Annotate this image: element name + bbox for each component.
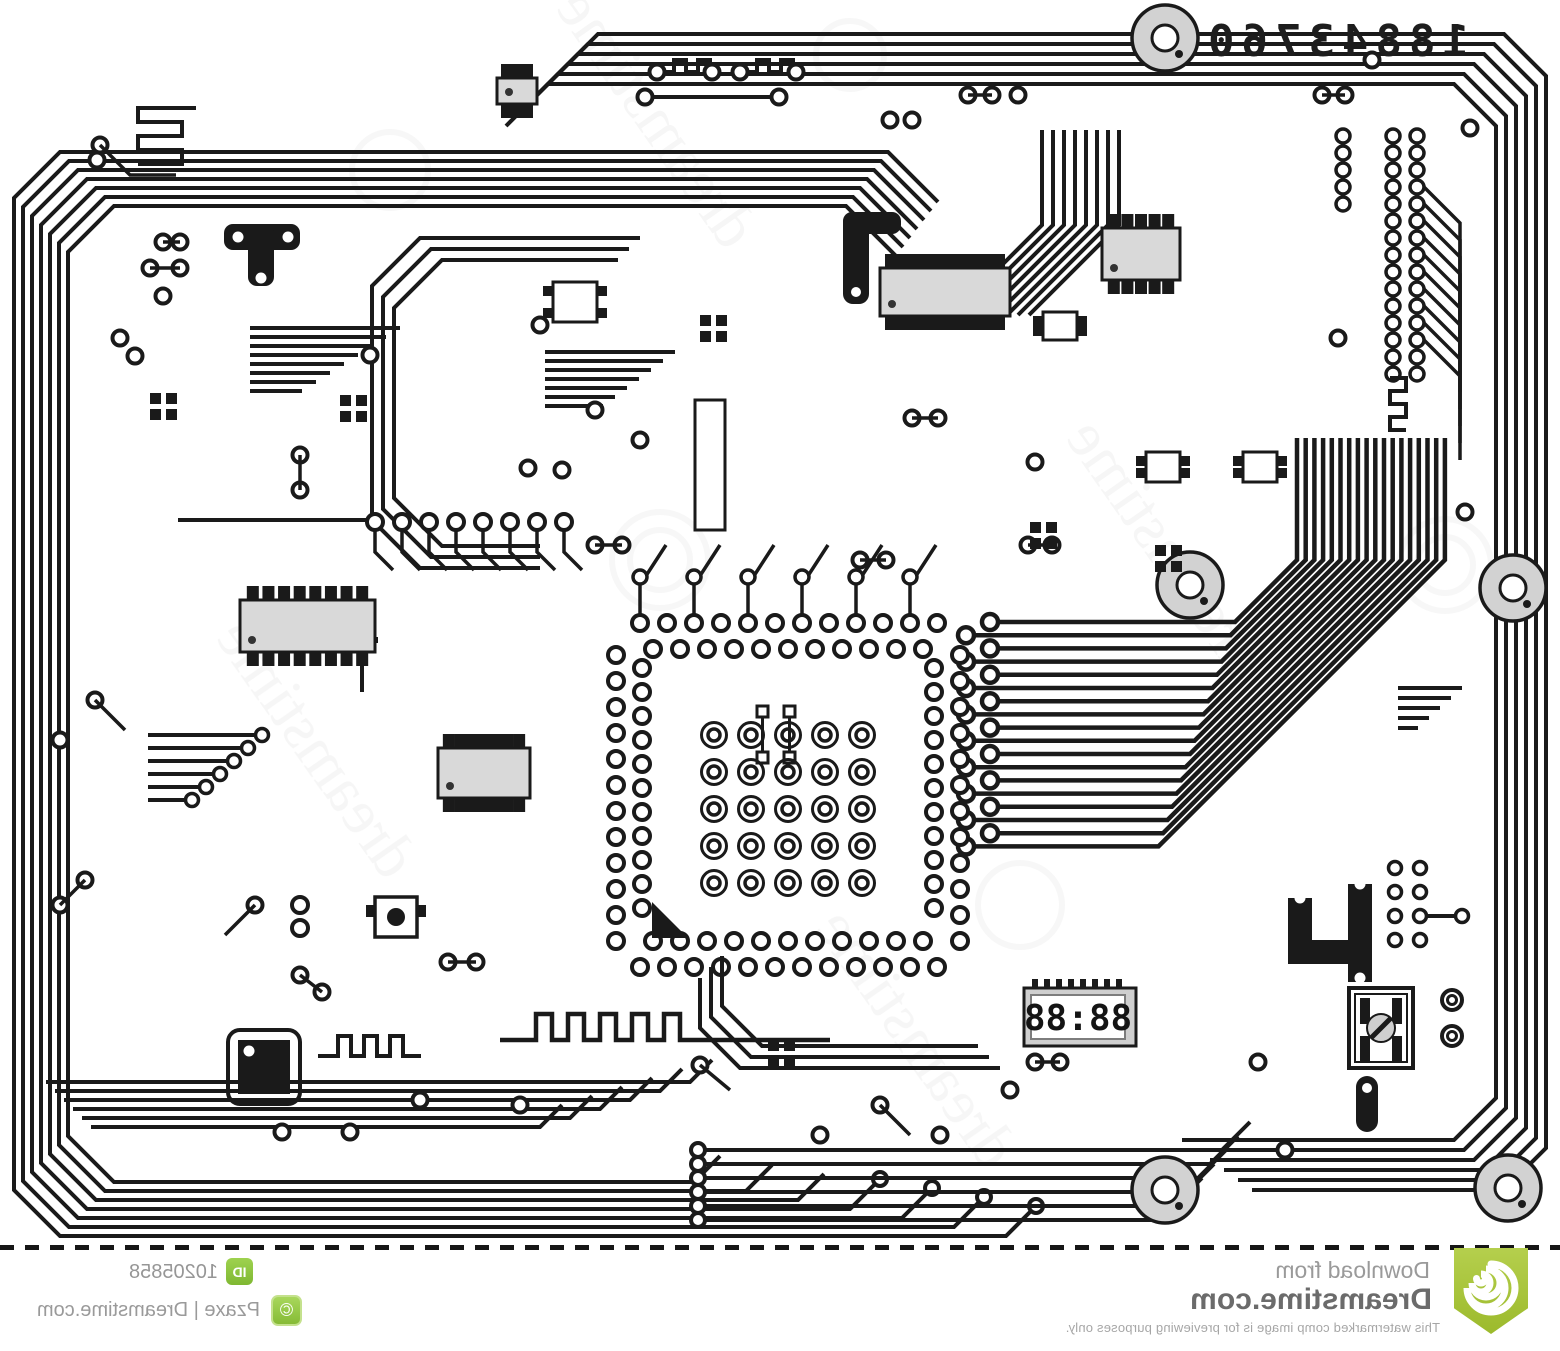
svg-text:18843760: 18843760 [1201,16,1469,67]
footer-content-mirrored: Download from Dreamstime.com This waterm… [0,1243,1560,1351]
serial-number-text: 18843760 [1201,16,1469,67]
pcb-traces-and-pads [12,3,1548,1238]
download-from-label: Download from [1275,1257,1430,1283]
watermark-footer: Download from Dreamstime.com This waterm… [0,1243,1560,1351]
seven-segment-display: 88:88 [1022,986,1138,1048]
svg-text:88:88: 88:88 [1024,998,1132,1039]
dreamstime-spiral-icon [1457,1254,1525,1324]
copyright-badge-icon: © [271,1295,302,1326]
pcb-artwork: dreamstime dreamstime dreamstime dreamst… [12,0,1548,1238]
svg-text:dreamstime: dreamstime [543,0,772,260]
brand-name: Dreamstime.com [1190,1283,1432,1316]
pcb-illustration: dreamstime dreamstime dreamstime dreamst… [12,0,1548,1238]
cut-line [0,1245,1560,1250]
author-credit: Pzaxe | Dreamstime.com [36,1299,260,1321]
id-badge: ID [226,1258,253,1285]
dreamstime-ribbon-logo [1454,1248,1528,1334]
image-id-value: 10205858 [129,1261,218,1283]
disclaimer-text: This watermarked comp image is for previ… [1065,1320,1440,1335]
